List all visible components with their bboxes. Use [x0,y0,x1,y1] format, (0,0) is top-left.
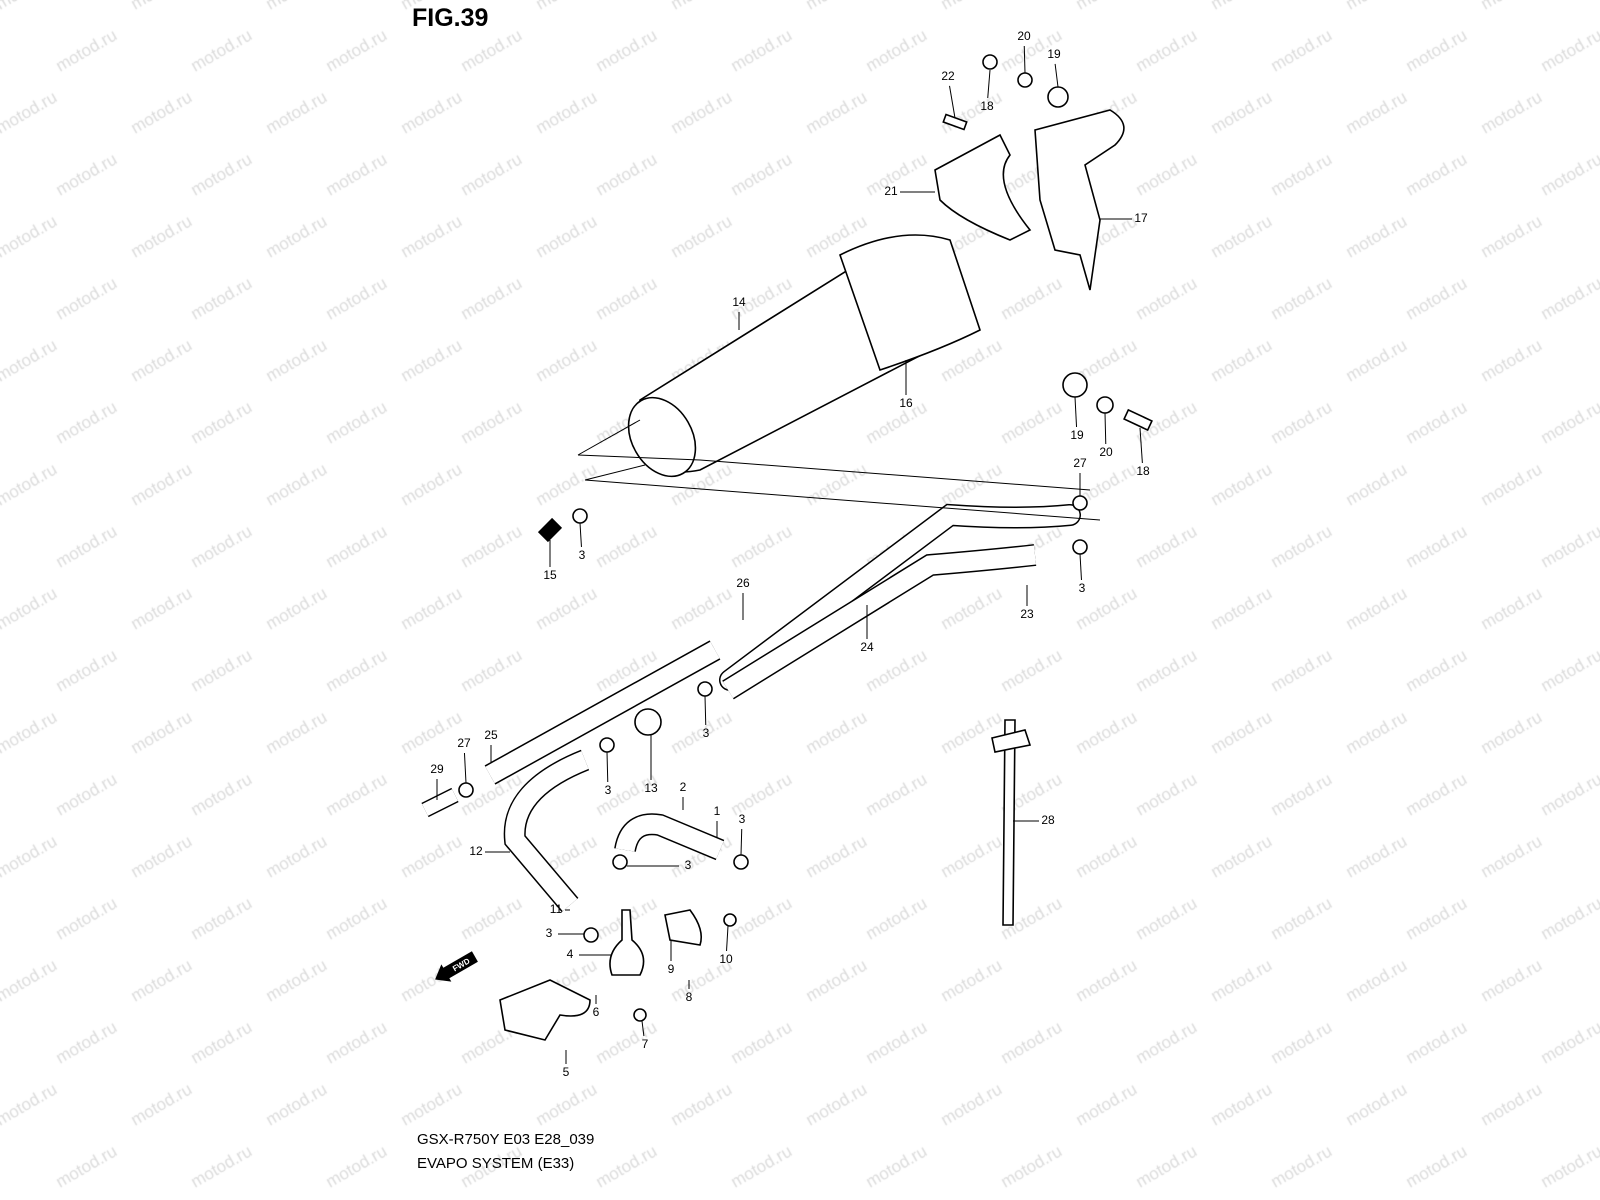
grommet-bottom [1062,372,1088,398]
mounting-bracket [1034,109,1125,291]
leader-line [1079,553,1082,581]
collar-top [1017,72,1033,88]
leader-line [463,752,467,784]
callout-12: 12 [469,844,483,858]
callout-13: 13 [644,781,658,795]
leader-line [726,925,729,952]
callout-15: 15 [543,568,557,582]
callout-26: 26 [736,576,750,590]
callout-27: 27 [1073,456,1087,470]
cable-tie [1002,719,1016,926]
callout-3: 3 [1079,581,1086,595]
callout-3: 3 [703,726,710,740]
callout-8: 8 [686,990,693,1004]
clamp [458,782,474,798]
callout-29: 29 [430,762,444,776]
leader-line [579,522,582,548]
fitting-4 [609,909,645,976]
callout-24: 24 [860,640,874,654]
callout-3: 3 [685,858,692,872]
cable-tie-head [991,729,1032,753]
callout-19: 19 [1047,47,1061,61]
leader-line [641,1020,645,1037]
callout-21: 21 [884,184,898,198]
clamp [599,737,615,753]
clamp [572,508,588,524]
canister-clamp [934,133,1032,241]
leader-line [1139,427,1143,464]
callout-2: 2 [680,780,687,794]
screw-10 [723,913,737,927]
callout-20: 20 [1099,445,1113,459]
leader-line [1104,412,1107,445]
callout-3: 3 [546,926,553,940]
clamp [697,681,713,697]
callout-19: 19 [1070,428,1084,442]
callout-10: 10 [719,952,733,966]
screw-22 [942,113,968,131]
callout-18: 18 [1136,464,1150,478]
bolt-bottom [1123,408,1153,432]
bracket-5 [499,979,591,1041]
valve-13 [634,708,662,736]
clamp [583,927,599,943]
grommet-top [1047,86,1069,108]
hoses [421,503,1081,913]
leader-line [1074,396,1078,428]
clamp [612,854,628,870]
callout-1: 1 [714,804,721,818]
callout-17: 17 [1134,211,1148,225]
callout-9: 9 [668,962,675,976]
bolt-top [982,54,998,70]
clamp-9 [664,909,703,946]
model-code: GSX-R750Y E03 E28_039 [417,1131,595,1148]
leader-line [1023,45,1026,74]
callout-7: 7 [642,1037,649,1051]
reference-line [577,419,1101,521]
callout-11: 11 [550,902,563,916]
clamp [733,854,749,870]
part-drawings: FWD [421,54,1153,1041]
clamp [1072,539,1088,555]
callout-labels: 2218201921171416192018271533232624252729… [430,29,1150,1079]
callout-18: 18 [980,99,994,113]
canister-end-cap [627,396,697,478]
callout-4: 4 [567,947,574,961]
callout-3: 3 [605,783,612,797]
figure-title: FIG.39 [412,4,489,32]
section-title: EVAPO SYSTEM (E33) [417,1155,575,1172]
leader-line [987,69,991,99]
leader-line [704,695,707,726]
collar-bottom [1096,396,1114,414]
callout-3: 3 [579,548,586,562]
callout-28: 28 [1041,813,1055,827]
callout-27: 27 [457,736,471,750]
callout-20: 20 [1017,29,1031,43]
leader-line [606,751,609,783]
callout-25: 25 [484,728,498,742]
leader-line [949,85,956,119]
canister-band [839,234,981,372]
callout-16: 16 [899,396,913,410]
clamp [1072,495,1088,511]
callout-3: 3 [739,812,746,826]
callout-23: 23 [1020,607,1034,621]
forward-direction-marker: FWD [435,951,478,982]
leader-line [1054,63,1059,88]
leader-line [740,828,743,856]
screw-7 [633,1008,647,1022]
callout-5: 5 [563,1065,570,1079]
callout-22: 22 [941,69,955,83]
callout-14: 14 [732,295,746,309]
callout-6: 6 [593,1005,600,1019]
